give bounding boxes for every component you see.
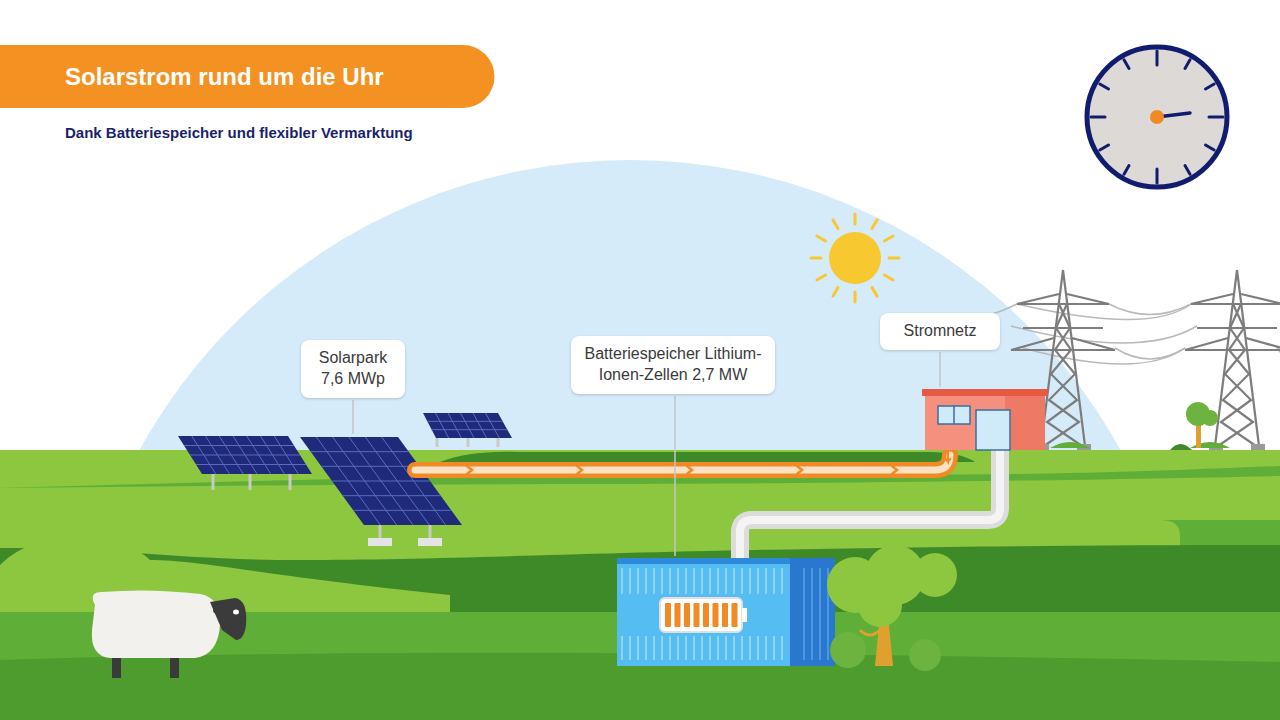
power-pylon — [1185, 270, 1280, 450]
clock — [1087, 47, 1227, 187]
substation-building — [922, 389, 1048, 462]
trees — [1170, 402, 1218, 450]
sun — [811, 214, 899, 302]
callout-text: Solarpark 7,6 MWp — [311, 348, 395, 390]
callout-text: Batteriespeicher Lithium-Ionen-Zellen 2,… — [581, 344, 765, 386]
callout-text: Stromnetz — [890, 321, 990, 342]
title-banner — [0, 45, 495, 108]
tree — [827, 545, 957, 671]
power-flow-pipe — [415, 455, 950, 474]
solar-panels — [178, 413, 512, 546]
ground — [0, 442, 1280, 720]
sheep — [92, 590, 246, 678]
callout-box: Batteriespeicher Lithium-Ionen-Zellen 2,… — [571, 336, 775, 394]
subtitle: Dank Batteriespeicher und flexibler Verm… — [65, 124, 413, 142]
grid-cable — [740, 448, 1000, 560]
callout-box: Stromnetz — [880, 313, 1000, 350]
battery-container — [617, 558, 835, 666]
callout-box: Solarpark 7,6 MWp — [301, 340, 405, 398]
title: Solarstrom rund um die Uhr — [65, 45, 384, 108]
